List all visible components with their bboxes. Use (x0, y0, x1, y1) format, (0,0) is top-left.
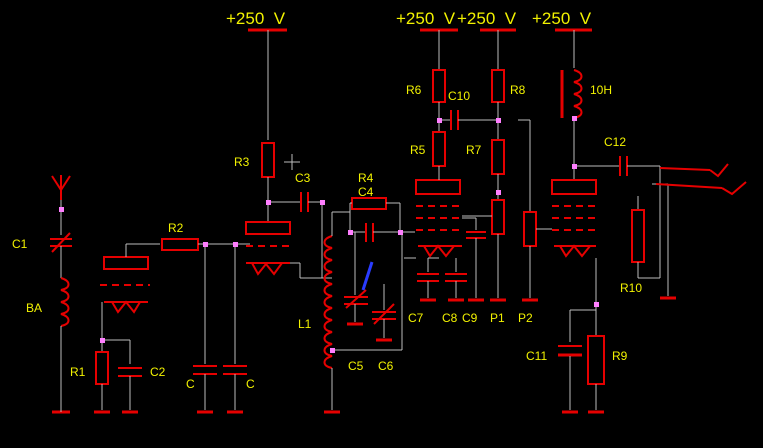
capacitor-c4 (365, 223, 374, 242)
ground-1 (52, 400, 70, 414)
capacitor-c9 (466, 231, 486, 239)
label-r5: R5 (410, 143, 426, 157)
capacitor-c5 (344, 289, 368, 309)
label-c7: C7 (408, 311, 424, 325)
capacitor-c12 (619, 156, 628, 176)
tube-1 (100, 256, 150, 314)
label-c2: C2 (150, 365, 166, 379)
capacitor-c7 (417, 273, 439, 282)
label-l1: L1 (298, 317, 312, 331)
label-c6: C6 (378, 359, 394, 373)
resistor-r8 (491, 69, 505, 103)
supply-rail-1 (248, 28, 287, 140)
label-r9: R9 (612, 349, 628, 363)
output-jack-2-icon (655, 181, 747, 196)
label-c9: C9 (462, 311, 478, 325)
label-r3: R3 (234, 155, 250, 169)
tube-3 (415, 179, 462, 258)
capacitor-c-b (223, 365, 247, 375)
capacitor-c11 (558, 345, 582, 357)
label-c1: C1 (12, 237, 28, 251)
capacitor-c2 (118, 367, 142, 377)
inductor-ba (60, 277, 70, 327)
resistor-r5 (432, 131, 446, 167)
label-c3: C3 (295, 171, 311, 185)
resistor-r2 (161, 238, 199, 251)
label-r10: R10 (620, 281, 642, 295)
label-p1: P1 (490, 311, 505, 325)
potentiometer-p1 (491, 199, 505, 235)
label-r2: R2 (168, 221, 184, 235)
tube-2 (245, 221, 292, 276)
label-c12: C12 (604, 135, 626, 149)
label-c10: C10 (448, 89, 470, 103)
capacitor-c3 (300, 192, 309, 212)
label-r4: R4 (358, 171, 374, 185)
tuning-link-icon (361, 261, 374, 291)
choke-10h (560, 69, 583, 119)
label-c11: C11 (526, 349, 547, 363)
potentiometer-p2 (523, 211, 537, 247)
label-r8: R8 (510, 83, 526, 97)
inductor-l1 (323, 235, 333, 369)
supply-label-1: +250 V (226, 9, 286, 28)
label-r7: R7 (466, 143, 482, 157)
label-p2: P2 (518, 311, 533, 325)
resistor-r6 (432, 69, 446, 103)
supply-label-2: +250 V (396, 9, 456, 28)
resistor-r7 (491, 139, 505, 175)
label-ba: BA (26, 301, 42, 315)
resistor-r3 (261, 142, 275, 178)
resistor-r4 (351, 197, 387, 210)
junction-dots (59, 116, 599, 353)
label-c8: C8 (442, 311, 458, 325)
supply-rail-4 (555, 28, 592, 68)
label-r1: R1 (70, 365, 86, 379)
antenna-icon (51, 175, 71, 200)
output-jack-1-icon (659, 163, 729, 178)
label-c-a: C (186, 377, 195, 391)
label-r6: R6 (406, 83, 422, 97)
supply-rail-3 (480, 28, 516, 70)
resistor-r1 (95, 351, 109, 385)
capacitor-c10 (450, 110, 459, 130)
supply-rail-2 (420, 28, 458, 70)
supply-label-3: +250 V (457, 9, 517, 28)
capacitor-c-a (193, 365, 217, 375)
resistor-r9 (587, 335, 605, 385)
resistor-r10 (631, 209, 645, 263)
capacitor-c8 (445, 273, 467, 282)
supply-label-4: +250 V (532, 9, 592, 28)
label-c-b: C (246, 377, 255, 391)
label-c4: C4 (358, 185, 374, 199)
label-c5: C5 (348, 359, 364, 373)
tube-4 (551, 179, 598, 258)
label-choke: 10H (590, 83, 612, 97)
